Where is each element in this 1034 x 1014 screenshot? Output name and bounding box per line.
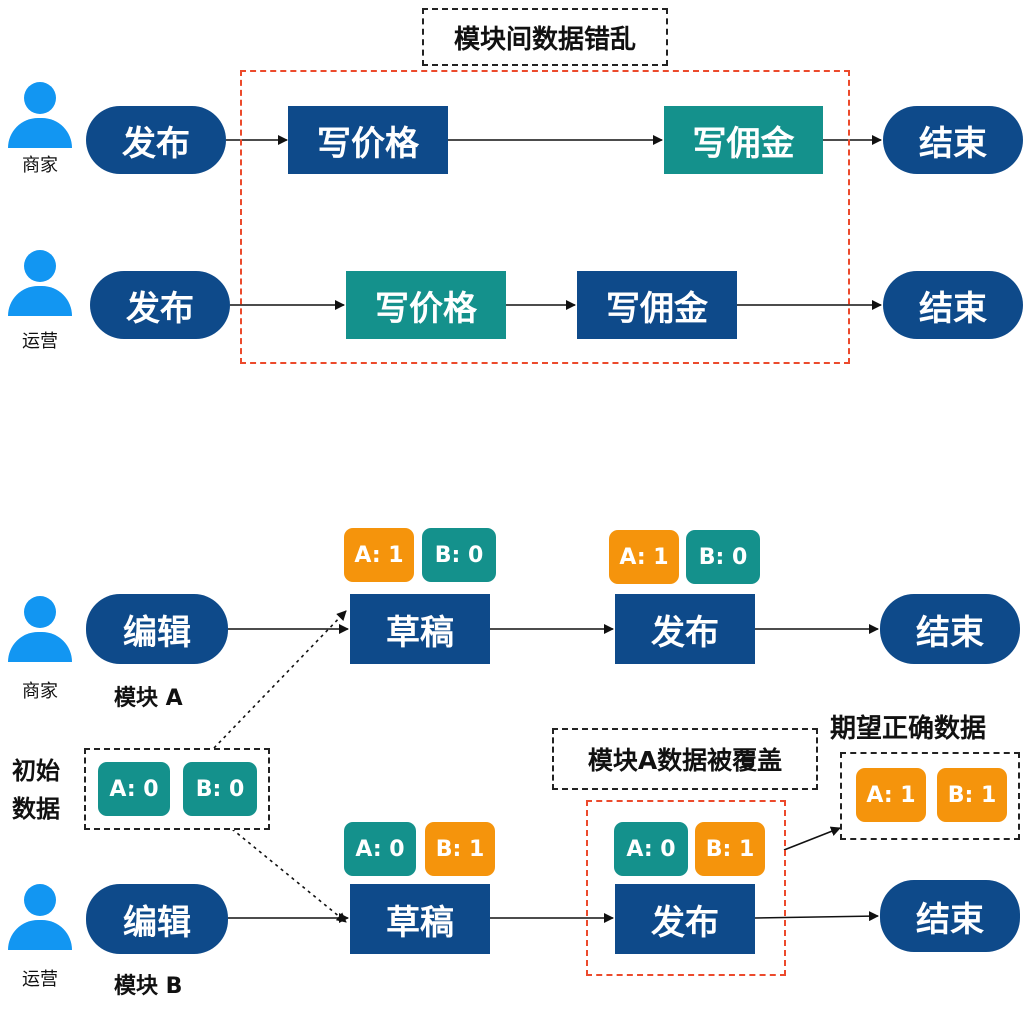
publish-node: 发布 (615, 884, 755, 954)
overwritten-caption: 模块A数据被覆盖 (587, 746, 783, 775)
overwritten-caption-box: 模块A数据被覆盖 (552, 728, 818, 790)
draft-value-b: B: 0 (422, 528, 496, 582)
write-price-step: 写价格 (288, 106, 448, 174)
top-title: 模块间数据错乱 (453, 24, 636, 55)
end-node: 结束 (883, 271, 1023, 339)
draft-value-a: A: 1 (344, 528, 414, 582)
top-title-box: 模块间数据错乱 (422, 8, 668, 66)
draft-node: 草稿 (350, 594, 490, 664)
draft-value-a: A: 0 (344, 822, 416, 876)
write-commission-step: 写佣金 (664, 106, 823, 174)
module-label: 模块 A (114, 686, 183, 711)
start-node: 发布 (90, 271, 230, 339)
dotted-arrow-initial-to-draft-a (213, 610, 347, 749)
edit-node: 编辑 (86, 884, 228, 954)
expected-value-a: A: 1 (856, 768, 926, 822)
end-node: 结束 (880, 594, 1020, 664)
role-label: 商家 (22, 155, 58, 176)
write-commission-step: 写佣金 (577, 271, 737, 339)
end-node: 结束 (883, 106, 1023, 174)
edit-node: 编辑 (86, 594, 228, 664)
publish-value-b: B: 1 (695, 822, 765, 876)
arrow-to-expected (783, 826, 841, 851)
overwritten-region (586, 800, 786, 976)
write-price-step: 写价格 (346, 271, 506, 339)
role-label: 运营 (22, 969, 58, 990)
expected-data-label: 期望正确数据 (830, 714, 987, 744)
end-node: 结束 (880, 880, 1020, 952)
start-node: 发布 (86, 106, 226, 174)
user-icon (8, 82, 72, 148)
role-label: 商家 (22, 681, 58, 702)
expected-value-b: B: 1 (937, 768, 1007, 822)
initial-value-b: B: 0 (183, 762, 257, 816)
arrow-b-publish-to-end (754, 911, 879, 922)
module-label: 模块 B (114, 974, 183, 999)
publish-node: 发布 (615, 594, 755, 664)
draft-value-b: B: 1 (425, 822, 495, 876)
dotted-arrow-initial-to-draft-b (231, 828, 347, 923)
user-icon (8, 884, 72, 950)
conflict-region (240, 70, 850, 364)
role-label: 运营 (22, 331, 58, 352)
user-icon (8, 250, 72, 316)
user-icon (8, 596, 72, 662)
publish-value-a: A: 0 (614, 822, 688, 876)
draft-node: 草稿 (350, 884, 490, 954)
initial-data-label: 初始数据 (12, 757, 60, 823)
publish-value-a: A: 1 (609, 530, 679, 584)
publish-value-b: B: 0 (686, 530, 760, 584)
initial-value-a: A: 0 (98, 762, 170, 816)
